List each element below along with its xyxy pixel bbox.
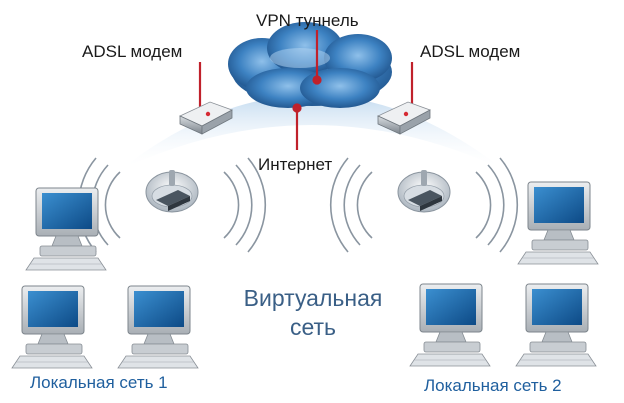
- desktop-computer-icon: [517, 181, 599, 265]
- lan-1-label: Локальная сеть 1: [30, 373, 168, 392]
- desktop-computer-icon: [11, 285, 93, 369]
- wireless-access-point-icon: [145, 169, 199, 213]
- desktop-computer-icon: [409, 283, 491, 367]
- internet-label: Интернет: [258, 155, 333, 174]
- adsl-modem-left-label: ADSL модем: [82, 42, 183, 61]
- cloud-icon: [228, 22, 392, 108]
- lan-2-label: Локальная сеть 2: [424, 376, 562, 395]
- wireless-access-point-icon: [397, 169, 451, 213]
- desktop-computer-icon: [515, 283, 597, 367]
- wireless-waves-right: [329, 157, 519, 253]
- virtual-network-line1: Виртуальная: [243, 285, 383, 311]
- adsl-modem-right-label: ADSL модем: [420, 42, 521, 61]
- vpn-tunnel-label: VPN туннель: [256, 11, 359, 30]
- desktop-computer-icon: [117, 285, 199, 369]
- desktop-computer-icon: [25, 187, 107, 271]
- virtual-network-label: Виртуальная сеть: [228, 284, 398, 342]
- virtual-network-line2: сеть: [289, 313, 337, 340]
